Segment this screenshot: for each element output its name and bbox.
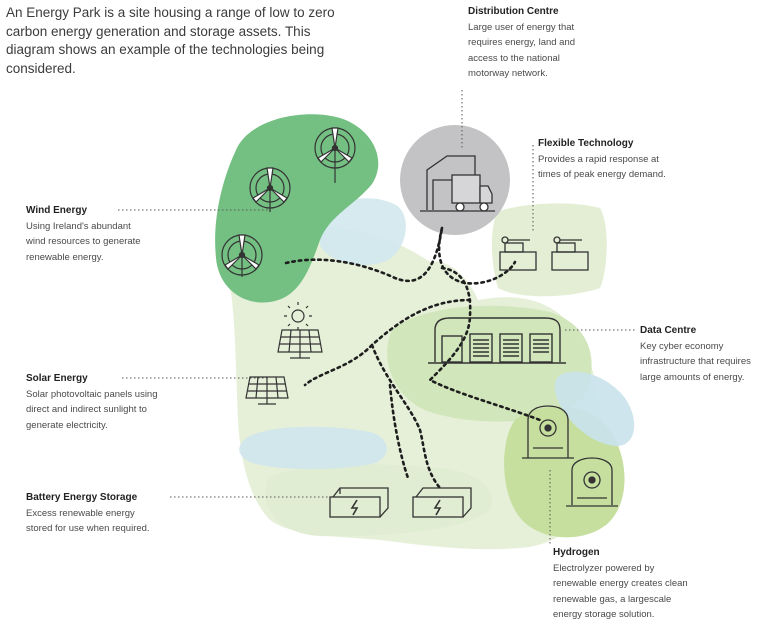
label-title: Distribution Centre [468, 6, 559, 17]
label-desc: Solar photovoltaic panels using direct a… [26, 388, 158, 431]
warehouse-truck-icon [420, 155, 495, 212]
energy-connectors [284, 226, 542, 490]
blue-blob-solar [239, 426, 387, 470]
label-solar-energy: Solar Energy Solar photovoltaic panels u… [26, 371, 196, 433]
solar-panel-icon [245, 302, 323, 405]
label-title: Wind Energy [26, 205, 88, 216]
label-title: Battery Energy Storage [26, 492, 138, 503]
label-desc: Using Ireland's abundant wind resources … [26, 220, 141, 263]
label-desc: Electrolyzer powered by renewable energy… [553, 562, 688, 621]
label-data-centre: Data Centre Key cyber economy infrastruc… [640, 323, 766, 385]
wind-turbine-icon [221, 127, 356, 277]
label-title: Flexible Technology [538, 138, 634, 149]
label-title: Solar Energy [26, 373, 88, 384]
flexible-area [491, 203, 607, 297]
blue-blob-wind [320, 198, 406, 266]
blue-blob-datacentre [554, 371, 635, 446]
intro-text: An Energy Park is a site housing a range… [6, 5, 335, 76]
data-centre-icon [428, 317, 566, 364]
generator-icon [499, 236, 589, 271]
label-wind-energy: Wind Energy Using Ireland's abundant win… [26, 203, 176, 265]
battery-icon [329, 487, 472, 518]
label-distribution-centre: Distribution Centre Large user of energy… [468, 4, 608, 82]
label-title: Hydrogen [553, 547, 600, 558]
label-hydrogen: Hydrogen Electrolyzer powered by renewab… [553, 545, 723, 623]
leader-lines [118, 90, 636, 545]
label-desc: Key cyber economy infrastructure that re… [640, 340, 751, 383]
label-desc: Excess renewable energy stored for use w… [26, 507, 150, 535]
label-title: Data Centre [640, 325, 697, 336]
label-desc: Large user of energy that requires energ… [468, 21, 576, 80]
hydrogen-tank-icon [522, 405, 618, 507]
label-battery-storage: Battery Energy Storage Excess renewable … [26, 490, 186, 537]
label-desc: Provides a rapid response at times of pe… [538, 153, 666, 181]
label-flexible-technology: Flexible Technology Provides a rapid res… [538, 136, 698, 183]
